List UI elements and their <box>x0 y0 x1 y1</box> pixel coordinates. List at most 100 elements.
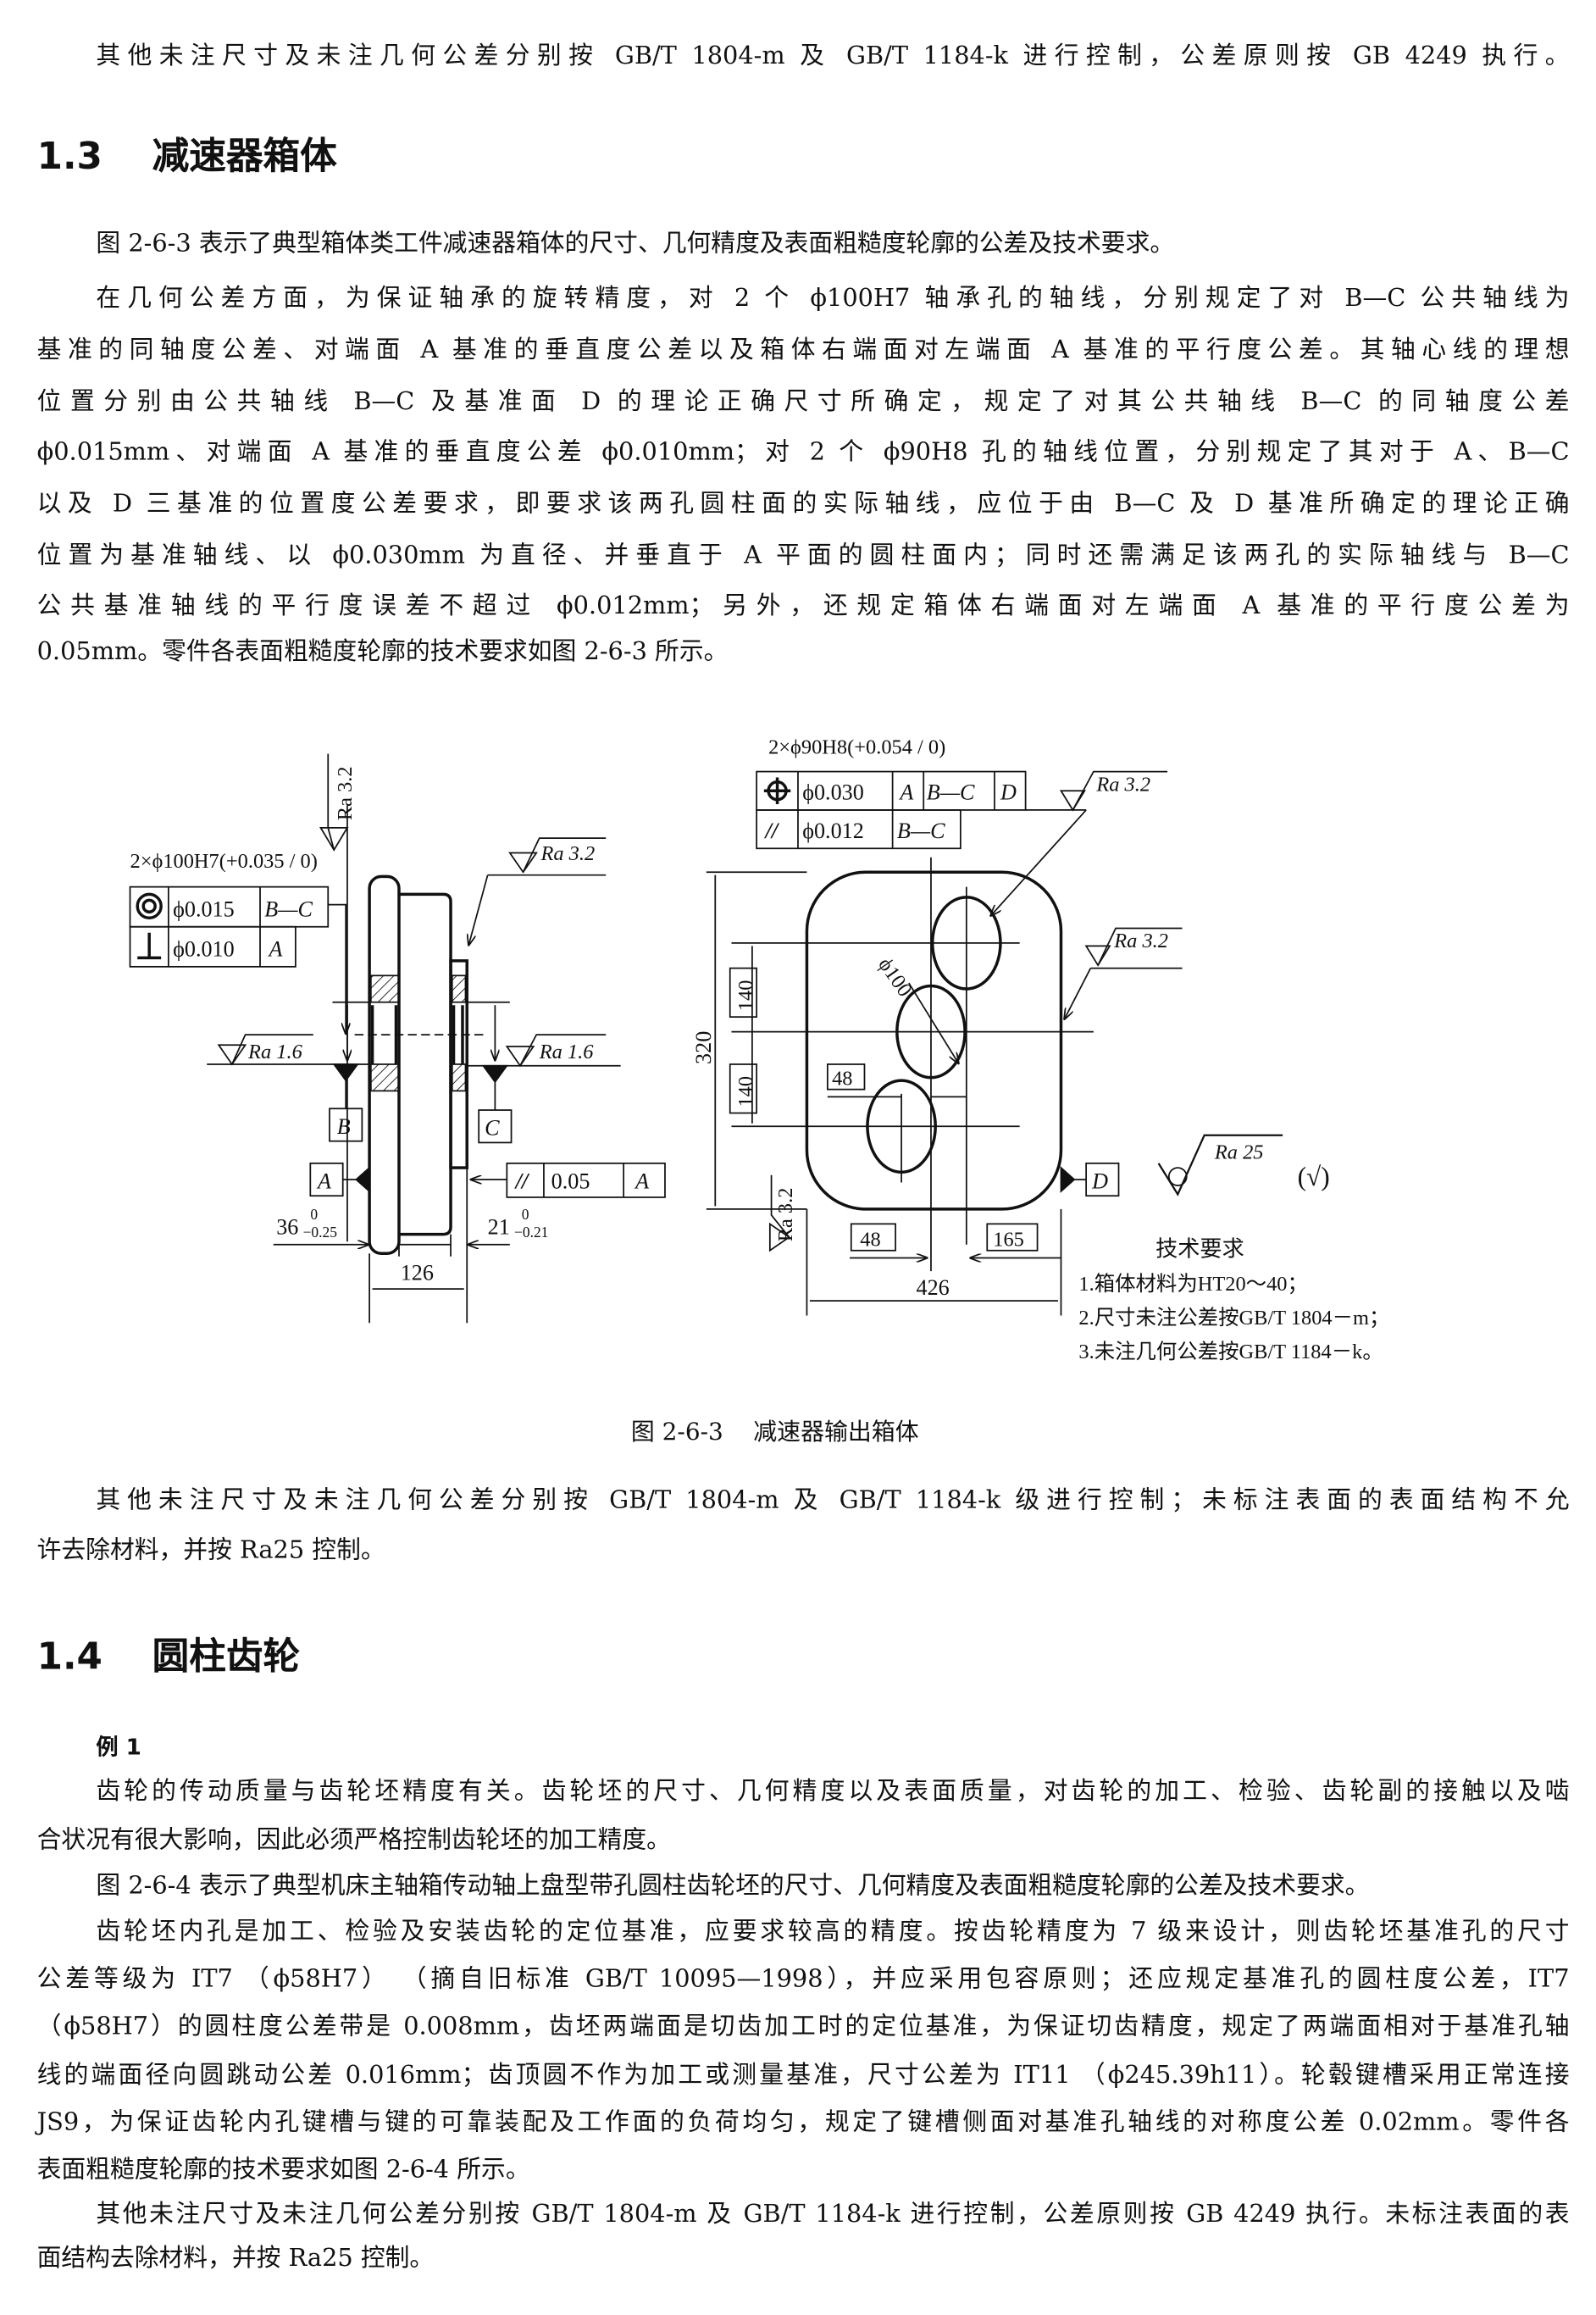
datum-label: A <box>316 1169 332 1193</box>
paragraph-line: 在几何公差方面，为保证轴承的旋转精度，对 2 个 ϕ100H7 轴承孔的轴线，分… <box>96 283 1570 313</box>
basic-dim-box <box>826 1063 866 1091</box>
fcf-position <box>756 770 1027 811</box>
paragraph-line: 位置为基准轴线、以 ϕ0.030mm 为直径、并垂直于 A 平面的圆柱面内；同时… <box>36 541 1570 569</box>
fcf-value: ϕ0.030 <box>802 780 864 805</box>
perpendicularity-icon <box>137 932 162 960</box>
paragraph-line: 公差等级为 IT7 （ϕ58H7） （摘自旧标准 GB/T 10095—1998… <box>36 1964 1570 1993</box>
fcf-value: ϕ0.010 <box>173 937 235 962</box>
paragraph-line: 齿轮坯内孔是加工、检验及安装齿轮的定位基准，应要求较高的精度。按齿轮精度为 7 … <box>96 1917 1570 1946</box>
left-section-view: Ra 3.2 2×ϕ100H7(+0.035 / 0) ϕ0.015 B—C ϕ… <box>129 753 666 1324</box>
roughness-label: Ra 3.2 <box>1113 930 1168 952</box>
section-title: 圆柱齿轮 <box>152 1635 301 1678</box>
paragraph-line: 许去除材料，并按 Ra25 控制。 <box>36 1535 385 1564</box>
fcf-datum: A <box>267 937 283 962</box>
paragraph-line: 基准的同轴度公差、对端面 A 基准的垂直度公差以及箱体右端面对左端面 A 基准的… <box>36 335 1570 364</box>
basic-dim-box <box>729 967 758 1019</box>
datum-c-box <box>478 1109 513 1144</box>
housing-outline <box>805 870 1063 1211</box>
fcf-value: 0.05 <box>551 1169 590 1193</box>
section-heading-1-3: 1.3 减速器箱体 <box>37 127 337 180</box>
basic-dim-box <box>729 1063 758 1114</box>
section-number: 1.3 <box>36 134 103 178</box>
dimension-label: 48 <box>860 1229 880 1252</box>
top-paragraph: 其他未注尺寸及未注几何公差分别按 GB/T 1804-m 及 GB/T 1184… <box>96 41 1570 69</box>
right-boss <box>449 959 468 1169</box>
datum-label: B <box>337 1114 351 1139</box>
roughness-label: Ra 1.6 <box>247 1041 303 1063</box>
fcf-value: ϕ0.012 <box>802 819 864 843</box>
tech-requirement-item: 2.尺寸未注公差按GB/T 1804－m； <box>1078 1307 1389 1330</box>
parallelism-icon: // <box>764 819 780 843</box>
dimension-label: 426 <box>917 1275 950 1300</box>
roughness-label: Ra 3.2 <box>334 766 357 820</box>
paragraph-line: 线的端面径向圆跳动公差 0.016mm；齿顶圆不作为加工或测量基准，尺寸公差为 … <box>36 2060 1570 2089</box>
dimension-label: 320 <box>691 1031 716 1064</box>
section-number: 1.4 <box>36 1635 103 1678</box>
roughness-label: Ra 3.2 <box>540 842 595 865</box>
paragraph-line: 图 2-6-4 表示了典型机床主轴箱传动轴上盘型带孔圆柱齿轮坯的尺寸、几何精度及… <box>96 1871 1370 1900</box>
datum-label: C <box>485 1116 500 1141</box>
roughness-symbol <box>319 826 349 852</box>
roughness-label: Ra 3.2 <box>774 1188 797 1242</box>
paragraph-line: 图 2-6-3 表示了典型箱体类工件减速器箱体的尺寸、几何精度及表面粗糙度轮廓的… <box>96 229 1175 258</box>
fcf-value: ϕ0.015 <box>173 897 235 922</box>
fcf-datum: A <box>898 780 914 805</box>
datum-label: D <box>1091 1169 1108 1193</box>
paragraph-line: 公共基准轴线的平行度误差不超过 ϕ0.012mm；另外，还规定箱体右端面对左端面… <box>36 591 1570 619</box>
housing-wall <box>398 892 452 1236</box>
dimension-label: 140 <box>734 1076 757 1108</box>
section-heading-1-4: 1.4 圆柱齿轮 <box>37 1628 301 1681</box>
paragraph-line: （ϕ58H7）的圆柱度公差带是 0.008mm，齿坯两端面是切齿加工时的定位基准… <box>36 2012 1570 2040</box>
figure-caption: 图 2-6-3 减速器输出箱体 <box>630 1417 919 1446</box>
roughness-label: Ra 3.2 <box>1095 773 1150 796</box>
roughness-label: Ra 1.6 <box>539 1041 595 1063</box>
dimension-label: 126 <box>401 1261 434 1285</box>
section-title: 减速器箱体 <box>152 134 337 178</box>
fcf-datum: A <box>634 1169 650 1193</box>
paragraph-line: 位置分别由公共轴线 B—C 及基准面 D 的理论正确尺寸所确定，规定了对其公共轴… <box>36 387 1570 416</box>
dimension-label: 48 <box>832 1067 852 1090</box>
datum-b-box <box>329 1108 363 1142</box>
tech-requirement-item: 3.未注几何公差按GB/T 1184－k。 <box>1078 1341 1383 1363</box>
dimension-label: 36 <box>276 1215 298 1240</box>
datum-d-box <box>1085 1162 1120 1197</box>
roughness-paren: (√) <box>1298 1162 1330 1191</box>
fcf-datum: B—C <box>264 897 313 922</box>
paragraph-line: 表面粗糙度轮廓的技术要求如图 2-6-4 所示。 <box>36 2155 530 2184</box>
concentricity-icon <box>136 892 163 920</box>
tolerance-upper: 0 <box>522 1206 529 1223</box>
roughness-label: Ra 25 <box>1214 1141 1264 1164</box>
fcf-perpendicularity <box>129 925 296 968</box>
paragraph-line: 其他未注尺寸及未注几何公差分别按 GB/T 1804-m 及 GB/T 1184… <box>96 2199 1570 2228</box>
general-roughness-symbol: Ra 25 (√) <box>1157 1134 1330 1196</box>
parallelism-icon: // <box>514 1169 530 1193</box>
paragraph-line: 齿轮的传动质量与齿轮坯精度有关。齿轮坯的尺寸、几何精度以及表面质量，对齿轮的加工… <box>96 1776 1570 1805</box>
fcf-datum: B—C <box>927 780 975 805</box>
tech-requirement-item: 1.箱体材料为HT20～40； <box>1078 1273 1308 1296</box>
roughness-leader <box>327 753 335 851</box>
tech-requirements-title: 技术要求 <box>1155 1237 1244 1262</box>
fcf-datum: B—C <box>897 819 945 843</box>
tolerance-lower: −0.21 <box>514 1224 548 1241</box>
fcf-parallelism <box>756 809 961 850</box>
tolerance-upper: 0 <box>310 1206 318 1223</box>
dimension-label: 21 <box>488 1215 510 1240</box>
paragraph-line: 其他未注尺寸及未注几何公差分别按 GB/T 1804-m 及 GB/T 1184… <box>96 1485 1570 1514</box>
basic-dim-box <box>850 1223 896 1252</box>
basic-dim-box <box>986 1223 1039 1252</box>
paragraph-line: 合状况有很大影响，因此必须严格控制齿轮坯的加工精度。 <box>36 1825 671 1854</box>
paragraph-line: JS9，为保证齿轮内孔键槽与键的可靠装配及工作面的负荷均匀，规定了键槽侧面对基准… <box>36 2107 1570 2136</box>
dimension-label: 140 <box>734 980 757 1012</box>
example-label: 例 1 <box>96 1734 141 1761</box>
paragraph-line: 0.05mm。零件各表面粗糙度轮廓的技术要求如图 2-6-3 所示。 <box>36 636 729 665</box>
paragraph-line: 以及 D 三基准的位置度公差要求，即要求该两孔圆柱面的实际轴线，应位于由 B—C… <box>36 489 1570 518</box>
fcf-datum: D <box>1000 780 1017 805</box>
tolerance-lower: −0.25 <box>303 1224 338 1241</box>
dimension-label: 165 <box>993 1229 1024 1252</box>
paragraph-line: ϕ0.015mm、对端面 A 基准的垂直度公差 ϕ0.010mm；对 2 个 ϕ… <box>36 437 1570 466</box>
paragraph-line: 面结构去除材料，并按 Ra25 控制。 <box>36 2243 435 2273</box>
section-hatch <box>369 974 400 1003</box>
right-front-view: 2×ϕ90H8(+0.054 / 0) // ϕ0.030 A B—C D ϕ0… <box>691 736 1389 1363</box>
